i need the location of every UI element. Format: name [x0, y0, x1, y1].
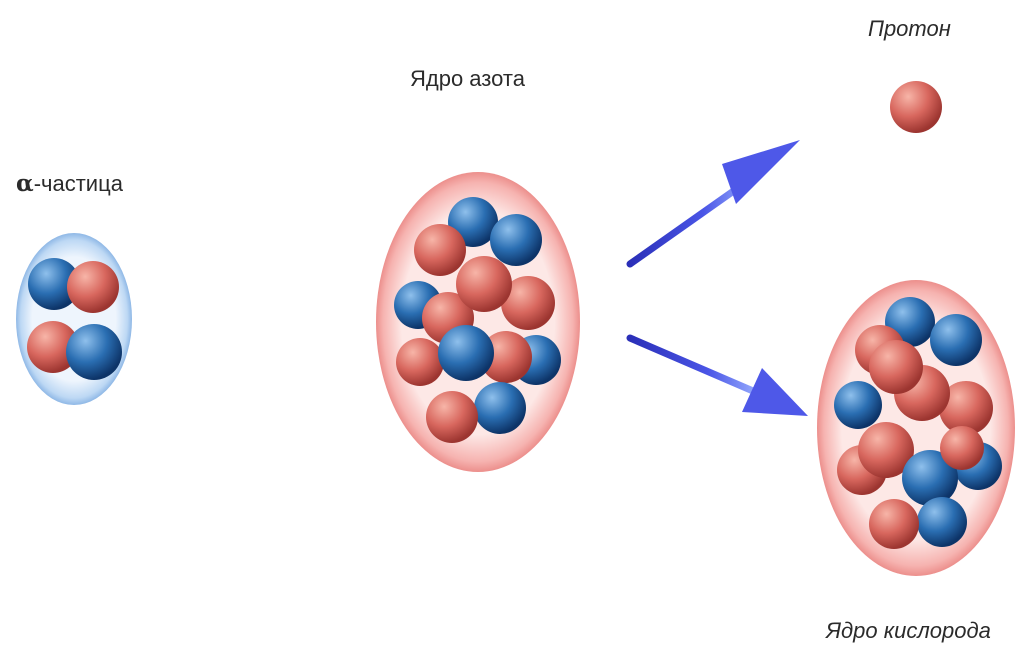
alpha-shell — [16, 233, 132, 405]
oxygen-nucleus-label: Ядро кислорода — [826, 618, 991, 644]
neutron — [490, 214, 542, 266]
nitrogen-nucleus-label: Ядро азота — [410, 66, 525, 92]
proton — [940, 426, 984, 470]
alpha-symbol: α — [16, 170, 34, 197]
proton-particle — [890, 81, 942, 133]
proton — [426, 391, 478, 443]
alpha-particle-label: α-частица — [16, 170, 123, 197]
neutron — [834, 381, 882, 429]
proton — [456, 256, 512, 312]
proton — [414, 224, 466, 276]
proton — [67, 261, 119, 313]
nitrogen-nucleus — [376, 172, 580, 472]
arrow-to-oxygen — [630, 338, 808, 416]
proton-label: Протон — [868, 16, 951, 42]
neutron — [917, 497, 967, 547]
neutron — [438, 325, 494, 381]
proton — [396, 338, 444, 386]
alpha-particle — [16, 233, 132, 405]
proton — [869, 340, 923, 394]
arrow-to-proton — [630, 140, 800, 264]
neutron — [930, 314, 982, 366]
proton — [869, 499, 919, 549]
neutron — [66, 324, 122, 380]
oxygen-nucleus — [817, 280, 1015, 576]
neutron — [474, 382, 526, 434]
alpha-label-text: -частица — [34, 171, 123, 196]
